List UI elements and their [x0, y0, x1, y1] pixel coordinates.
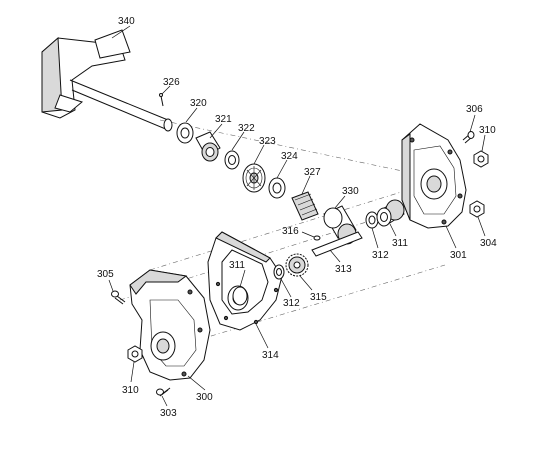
label-316: 316	[282, 226, 299, 237]
label-320: 320	[190, 98, 207, 109]
part-311-bearing-right	[376, 199, 405, 227]
part-303-screw	[156, 387, 171, 397]
part-310-nut-right	[473, 150, 489, 168]
part-326-pin	[159, 93, 164, 107]
label-312-left: 312	[283, 298, 300, 309]
callout-labels: 340 326 320 321 322 323 324 327 330 316 …	[97, 16, 497, 419]
label-311-left: 311	[229, 260, 245, 271]
label-311-right: 311	[392, 238, 408, 249]
label-327: 327	[304, 167, 321, 178]
part-320-washer	[176, 122, 194, 144]
label-300: 300	[196, 392, 213, 403]
part-311-bearing-left	[232, 286, 248, 306]
label-305: 305	[97, 269, 114, 280]
label-310-right: 310	[479, 125, 496, 136]
assembly-center-lines	[119, 119, 446, 351]
label-330: 330	[342, 186, 359, 197]
part-315-spur-gear	[285, 253, 309, 277]
label-324: 324	[281, 151, 298, 162]
label-323: 323	[259, 136, 276, 147]
part-312-washer-left	[273, 264, 285, 280]
part-314-gasket	[207, 231, 283, 331]
part-310-nut-left	[127, 345, 143, 363]
part-323-bearing	[242, 163, 266, 193]
label-303: 303	[160, 408, 177, 419]
part-327-worm-gear	[291, 191, 319, 221]
part-324-washer	[268, 177, 286, 199]
part-316-key	[313, 235, 321, 241]
label-322: 322	[238, 123, 255, 134]
part-300-gear-housing-left	[129, 269, 211, 381]
part-305-screw	[111, 290, 126, 305]
label-313: 313	[335, 264, 352, 275]
part-322-washer	[224, 150, 240, 170]
label-326: 326	[163, 77, 180, 88]
label-312-right: 312	[372, 250, 389, 261]
label-301: 301	[450, 250, 467, 261]
part-321-bushing	[195, 131, 221, 162]
part-301-gear-housing-right	[401, 123, 467, 229]
label-304: 304	[480, 238, 497, 249]
label-310-left: 310	[122, 385, 139, 396]
label-321: 321	[215, 114, 232, 125]
label-315: 315	[310, 292, 327, 303]
label-306: 306	[466, 104, 483, 115]
leader-lines	[108, 25, 486, 407]
label-340: 340	[118, 16, 135, 27]
part-304-nut	[469, 200, 485, 218]
label-314: 314	[262, 350, 279, 361]
part-312-washer-right	[365, 211, 379, 229]
part-340-auger-impeller	[41, 29, 173, 132]
part-306-screw	[462, 131, 475, 144]
part-313-shaft	[311, 231, 363, 257]
